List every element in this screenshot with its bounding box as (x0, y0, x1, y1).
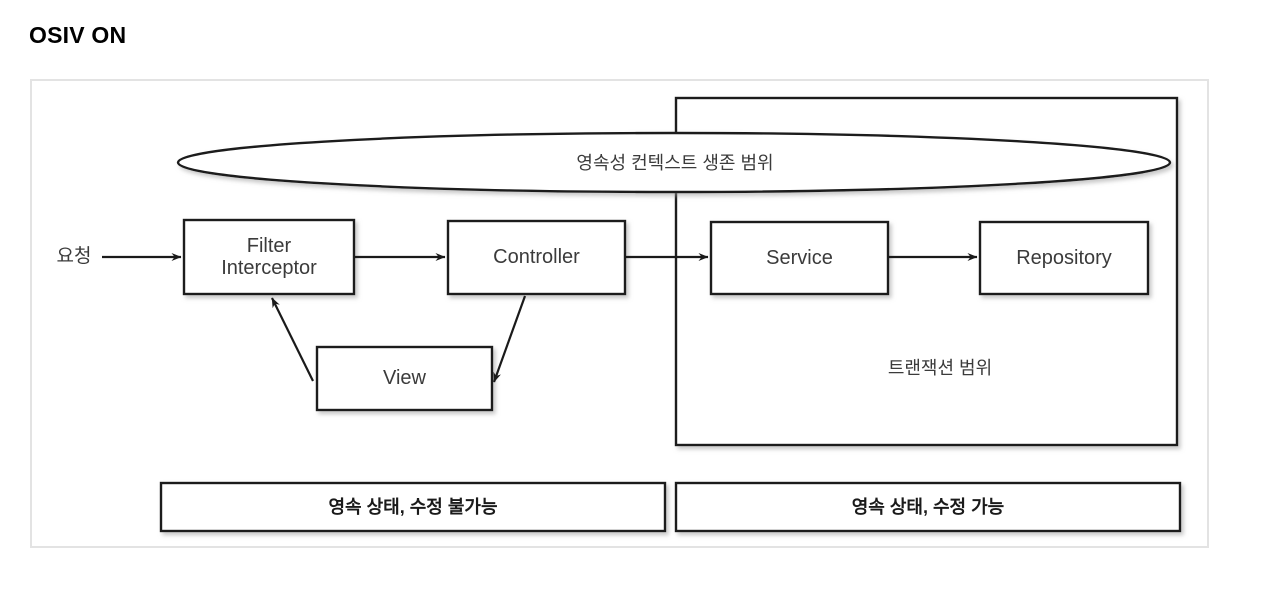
persistence-scope-label: 영속성 컨텍스트 생존 범위 (576, 152, 774, 173)
transaction-scope-label: 트랜잭션 범위 (887, 357, 993, 378)
node-label-filter-interceptor: Filter Interceptor (184, 220, 354, 294)
node-label-view: View (383, 367, 426, 389)
node-label-service: Service (766, 246, 833, 269)
node-label-repository: Repository (1016, 246, 1112, 269)
request-label: 요청 (56, 246, 92, 268)
page-title: OSIV ON (29, 22, 127, 48)
node-label-controller: Controller (493, 246, 580, 268)
bottom-bar-label-left: 영속 상태, 수정 불가능 (328, 496, 498, 517)
node-label-line1: Filter (246, 234, 292, 257)
node-label-line2: Interceptor (221, 257, 317, 279)
bottom-bar-label-right: 영속 상태, 수정 가능 (851, 496, 1005, 517)
